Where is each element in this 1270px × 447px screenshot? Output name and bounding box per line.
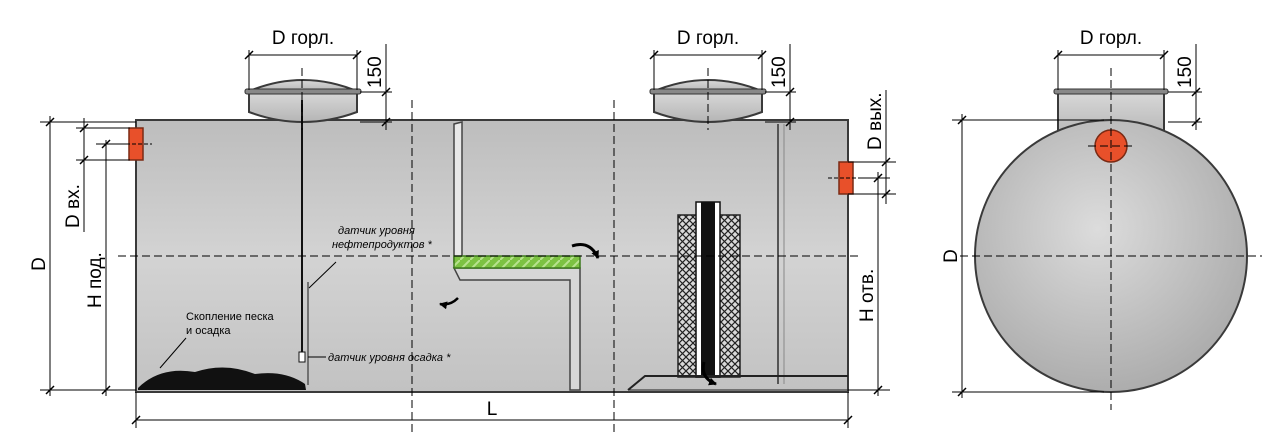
neck-diameter-label-right: D горл.: [677, 28, 739, 49]
tank-side-view: [120, 79, 862, 393]
sediment-pile: [138, 367, 306, 390]
oil-sensor-label-1: датчик уровня: [338, 225, 415, 237]
length-label: L: [487, 399, 498, 420]
neck-diameter-label-end: D горл.: [1080, 28, 1142, 49]
leader-lines: [159, 261, 337, 369]
end-diameter-label: D: [941, 249, 962, 263]
sand-label-1: Скопление песка: [186, 311, 275, 323]
center-lines: [118, 68, 862, 432]
oil-sensor-label-2: нефтепродуктов *: [332, 239, 433, 251]
tank-diameter-label: D: [29, 257, 50, 271]
sediment-sensor-label: датчик уровня осадка *: [328, 352, 451, 364]
inlet-diameter-label: D вх.: [63, 184, 84, 228]
coalescing-filter: [453, 255, 581, 269]
neck-diameter-label-left: D горл.: [272, 28, 334, 49]
neck-height-label-left: 150: [365, 56, 386, 88]
flow-arrow-3: [701, 361, 717, 386]
flow-arrow-1: [571, 243, 600, 259]
outlet-height-label: Н отв.: [857, 269, 878, 322]
outlet-diameter-label: D вых.: [865, 92, 886, 150]
neck-height-label-end: 150: [1175, 56, 1196, 88]
dimension-ticks: [45, 50, 891, 425]
flow-arrow-2: [439, 297, 459, 310]
dimension-lines: [40, 44, 896, 428]
neck-height-label-right: 150: [769, 56, 790, 88]
sand-label-2: и осадка: [186, 325, 231, 337]
sorption-column: [677, 201, 741, 378]
inlet-height-label: Н под.: [85, 252, 106, 308]
sediment-sensor: [298, 351, 306, 363]
tank-end-view: [952, 44, 1262, 410]
baffle: [452, 121, 581, 391]
